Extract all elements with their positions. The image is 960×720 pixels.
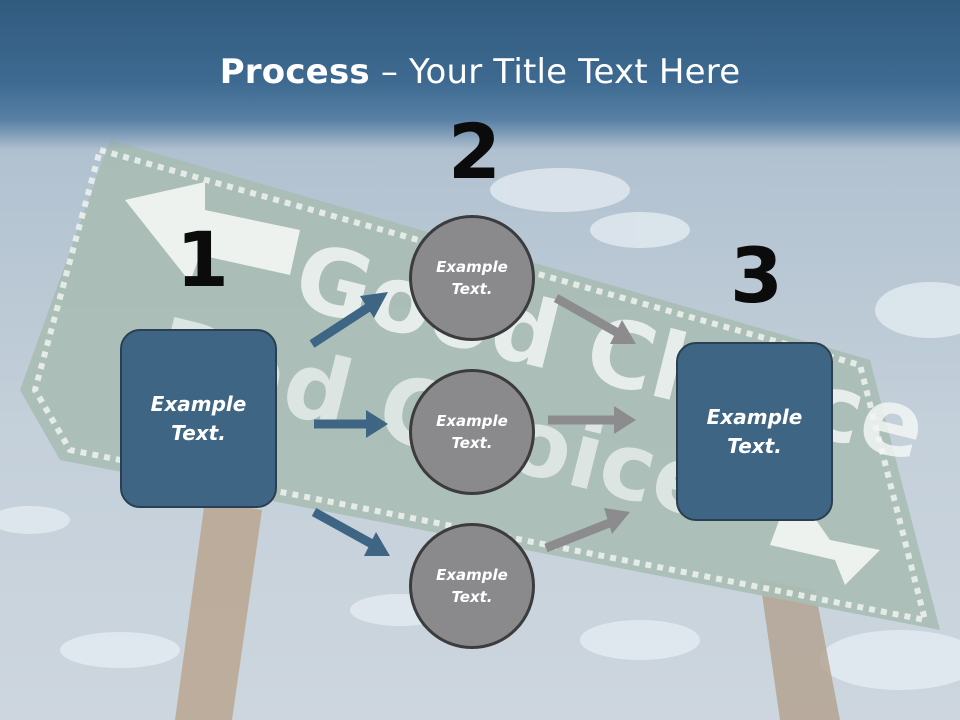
arrow-circle-1-to-right: [553, 294, 636, 344]
clouds: [0, 168, 960, 690]
process-circle-3-line2: Text.: [451, 588, 493, 606]
arrow-left-to-circle-1: [309, 292, 388, 348]
process-circle-2-line2: Text.: [451, 434, 493, 452]
arrow-circle-3-to-right: [544, 508, 630, 553]
slide-title: Process – Your Title Text Here: [0, 52, 960, 92]
header-band: [0, 0, 960, 150]
process-circle-1-line2: Text.: [451, 280, 493, 298]
process-circle-3-line1: Example: [436, 565, 508, 584]
process-circle-1-line1: Example: [436, 257, 508, 276]
arrow-left-to-circle-2: [314, 410, 388, 438]
step-number-2: 2: [448, 107, 501, 196]
step-number-3: 3: [730, 231, 783, 320]
process-box-right-line1: Example: [706, 404, 803, 429]
process-box-left-line1: Example: [150, 391, 247, 416]
arrow-circle-2-to-right: [548, 406, 636, 434]
title-rest: – Your Title Text Here: [369, 52, 741, 92]
process-box-left-line2: Text.: [171, 420, 226, 445]
arrow-left-to-circle-3: [311, 508, 390, 556]
process-circle-2-line1: Example: [436, 411, 508, 430]
sign-posts: [175, 500, 840, 720]
title-bold: Process: [219, 52, 370, 92]
process-box-right-line2: Text.: [727, 433, 782, 458]
step-number-1: 1: [176, 215, 229, 304]
